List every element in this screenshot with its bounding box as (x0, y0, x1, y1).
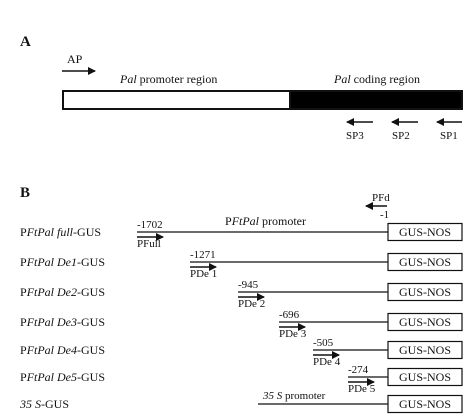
construct-name: PFtPal De1-GUS (20, 255, 105, 269)
construct-name-italic: FtPal De3 (26, 315, 77, 329)
primer-label: PDe 4 (313, 356, 341, 368)
construct-name-prefix: P (20, 285, 27, 299)
construct-name: PFtPal De2-GUS (20, 285, 105, 299)
construct-name-prefix: P (20, 255, 27, 269)
position-label: -945 (238, 279, 259, 291)
construct-name-suffix: -GUS (73, 225, 101, 239)
gus-nos-label: GUS-NOS (399, 225, 451, 239)
s35-caption-suffix: promoter (282, 390, 325, 402)
construct-name: PFtPal De5-GUS (20, 370, 105, 384)
position-label: -1702 (137, 219, 163, 231)
gus-nos-label: GUS-NOS (399, 285, 451, 299)
construct-name-italic: FtPal full (26, 225, 74, 239)
construct-name: 35 S-GUS (19, 397, 69, 411)
primer-label: PDe 5 (348, 383, 376, 395)
s35-caption-italic: 35 S (262, 390, 283, 402)
construct-name: PFtPal De4-GUS (20, 343, 105, 357)
promoter-region-rest: promoter region (137, 72, 218, 86)
ap-label: AP (67, 52, 83, 66)
coding-region-label: Pal coding region (333, 72, 420, 86)
ftpal-promoter-prefix: P (225, 214, 232, 228)
gus-nos-box (387, 394, 463, 414)
ftpal-promoter-suffix: promoter (259, 214, 306, 228)
pfd-label: PFd (372, 192, 390, 204)
s35-promoter-caption: 35 S promoter (262, 390, 326, 402)
gus-nos-box (387, 222, 463, 242)
promoter-region-box (62, 90, 291, 110)
promoter-region-italic: Pal (119, 72, 137, 86)
construct-name-italic: FtPal De4 (26, 343, 77, 357)
sp1-label: SP1 (440, 130, 458, 142)
primer-label: PDe 1 (190, 268, 217, 280)
coding-region-rest: coding region (351, 72, 420, 86)
position-label: -274 (348, 364, 369, 376)
gus-nos-box (387, 252, 463, 272)
position-label: -505 (313, 337, 334, 349)
coding-region-box (289, 90, 463, 110)
panel-a-label: A (20, 34, 31, 50)
panel-b-label: B (20, 185, 30, 201)
gus-nos-label: GUS-NOS (399, 255, 451, 269)
construct-name-suffix: -GUS (77, 255, 105, 269)
construct-name-suffix: -GUS (77, 315, 105, 329)
construct-name-italic: FtPal De1 (26, 255, 77, 269)
construct-name: PFtPal De3-GUS (20, 315, 105, 329)
construct-name-suffix: -GUS (77, 343, 105, 357)
construct-name-prefix: P (20, 370, 27, 384)
minus-one-label: -1 (380, 209, 389, 221)
gus-nos-box (387, 312, 463, 332)
gus-nos-box (387, 367, 463, 387)
gus-nos-label: GUS-NOS (399, 315, 451, 329)
ftpal-promoter-caption: PFtPal promoter (225, 214, 306, 228)
promoter-region-label: Pal promoter region (119, 72, 217, 86)
coding-region-italic: Pal (333, 72, 351, 86)
construct-name-prefix: P (20, 225, 27, 239)
primer-label: PDe 2 (238, 298, 265, 310)
gus-nos-label: GUS-NOS (399, 343, 451, 357)
sp3-label: SP3 (346, 130, 364, 142)
construct-name-italic: 35 S (19, 397, 41, 411)
construct-name-suffix: -GUS (77, 285, 105, 299)
construct-name-prefix: P (20, 315, 27, 329)
gus-nos-label: GUS-NOS (399, 397, 451, 411)
position-label: -1271 (190, 249, 216, 261)
gus-nos-label: GUS-NOS (399, 370, 451, 384)
primer-label: PDe 3 (279, 328, 307, 340)
sp2-label: SP2 (392, 130, 410, 142)
construct-name-suffix: -GUS (77, 370, 105, 384)
construct-name-suffix: -GUS (41, 397, 69, 411)
ftpal-promoter-italic: FtPal (231, 214, 260, 228)
construct-name-prefix: P (20, 343, 27, 357)
construct-name-italic: FtPal De2 (26, 285, 77, 299)
gus-nos-box (387, 282, 463, 302)
construct-name-italic: FtPal De5 (26, 370, 77, 384)
gus-nos-box (387, 340, 463, 360)
position-label: -696 (279, 309, 300, 321)
construct-name: PFtPal full-GUS (20, 225, 101, 239)
construct-row: 35 S-GUS GUS-NOS (19, 394, 463, 414)
primer-label: PFull (137, 238, 161, 250)
